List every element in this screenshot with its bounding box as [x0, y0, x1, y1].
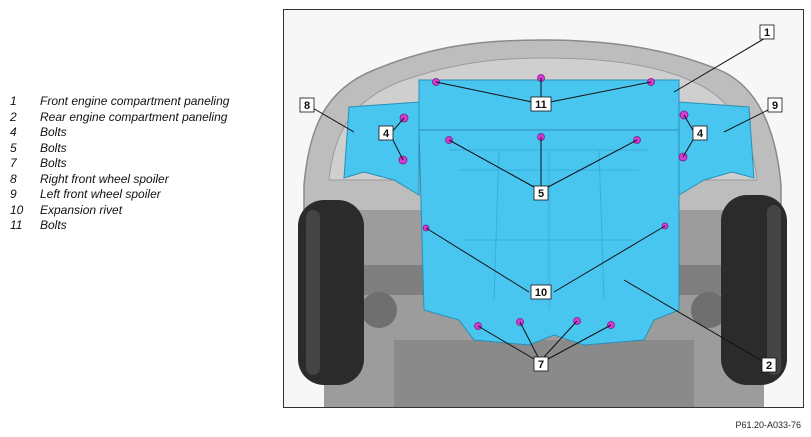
- callout-4-left-label: 4: [697, 128, 704, 140]
- callout-11-label: 11: [535, 99, 547, 111]
- legend-item: 1 Front engine compartment paneling: [10, 94, 280, 110]
- callout-10: 10: [530, 284, 552, 300]
- callout-11: 11: [530, 96, 552, 112]
- callout-10-label: 10: [535, 287, 547, 299]
- left-tire-tread: [767, 205, 781, 375]
- legend-number: 2: [10, 109, 17, 124]
- leader-5-left: [547, 139, 638, 188]
- legend-text: Front engine compartment paneling: [40, 94, 230, 108]
- legend-item: 7 Bolts: [10, 156, 280, 172]
- callout-1: 1: [759, 24, 775, 40]
- leader-10-left: [553, 225, 666, 293]
- leader-1: [673, 36, 768, 93]
- legend-item: 11 Bolts: [10, 218, 280, 234]
- right-suspension-arm: [361, 292, 397, 328]
- legend-number: 1: [10, 94, 17, 108]
- legend-number: 11: [10, 218, 23, 232]
- legend-text: Bolts: [40, 125, 67, 139]
- leader-lines: [310, 36, 775, 366]
- leader-7-left: [547, 324, 612, 360]
- legend-number: 5: [10, 140, 17, 155]
- legend-text: Right front wheel spoiler: [40, 171, 169, 186]
- leader-11-right: [435, 81, 533, 103]
- callout-8: 8: [299, 97, 315, 113]
- underbody-figure: 1 2 8 9 4 4 11 5: [283, 9, 804, 408]
- subframe: [394, 340, 694, 407]
- legend-item: 4 Bolts: [10, 125, 280, 141]
- legend-text: Bolts: [40, 140, 67, 155]
- callout-7-label: 7: [538, 359, 544, 371]
- paneling-ribs: [449, 149, 649, 310]
- leader-7-right: [477, 325, 535, 360]
- legend-item: 8 Right front wheel spoiler: [10, 172, 280, 188]
- legend-text: Bolts: [40, 218, 67, 232]
- figure-reference: P61.20-A033-76: [735, 420, 801, 430]
- leader-7-center-right: [519, 321, 539, 358]
- callout-4-left: 4: [692, 125, 708, 141]
- left-suspension-arm: [691, 292, 727, 328]
- legend-number: 8: [10, 171, 17, 186]
- legend-text: Bolts: [40, 156, 67, 170]
- legend-number: 7: [10, 156, 17, 170]
- legend-number: 10: [10, 202, 24, 217]
- leader-9: [723, 106, 775, 133]
- callout-4-right: 4: [378, 125, 394, 141]
- leader-4-right-upper: [391, 117, 405, 133]
- callout-9: 9: [767, 97, 783, 113]
- callout-1-label: 1: [764, 27, 770, 39]
- leader-4-right-lower: [391, 137, 404, 161]
- legend-item: 10 Expansion rivet: [10, 203, 280, 219]
- leader-2: [623, 279, 770, 366]
- right-tire-tread: [306, 210, 320, 375]
- legend-text: Left front wheel spoiler: [40, 187, 161, 201]
- legend-item: 5 Bolts: [10, 141, 280, 157]
- leader-8: [310, 106, 355, 133]
- legend-number: 9: [10, 187, 17, 201]
- callout-5: 5: [533, 185, 549, 201]
- leader-4-left-lower: [682, 137, 695, 158]
- leader-11-left: [549, 81, 652, 103]
- legend-number: 4: [10, 125, 17, 139]
- legend-item: 9 Left front wheel spoiler: [10, 187, 280, 203]
- callout-8-label: 8: [304, 100, 310, 112]
- legend-item: 2 Rear engine compartment paneling: [10, 110, 280, 126]
- legend-text: Expansion rivet: [40, 202, 123, 217]
- callout-2: 2: [761, 357, 777, 373]
- leader-5-right: [448, 139, 535, 188]
- callout-7: 7: [533, 356, 549, 372]
- leader-7-center-left: [543, 320, 578, 358]
- leader-10-right: [425, 227, 530, 293]
- leader-4-left-upper: [683, 114, 695, 133]
- callout-9-label: 9: [772, 100, 778, 112]
- callout-4-right-label: 4: [383, 128, 390, 140]
- vehicle-underbody-diagram: 1 2 8 9 4 4 11 5: [284, 10, 803, 407]
- callout-5-label: 5: [538, 188, 544, 200]
- legend-text: Rear engine compartment paneling: [40, 109, 228, 124]
- callout-2-label: 2: [766, 360, 772, 372]
- legend-list: 1 Front engine compartment paneling 2 Re…: [10, 94, 280, 234]
